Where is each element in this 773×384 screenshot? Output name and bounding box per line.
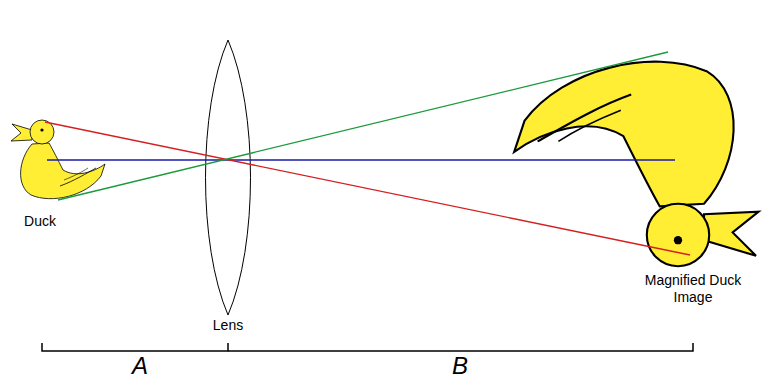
optical-axis: [47, 159, 675, 160]
dimension-label: A: [132, 352, 148, 381]
lens: [206, 40, 251, 315]
red-ray: [45, 122, 690, 255]
magnified-duck-image: [514, 62, 758, 267]
image-label: Magnified Duck Image: [637, 272, 749, 306]
dimension-label: B: [452, 352, 468, 381]
green-ray: [58, 52, 668, 200]
lens-label: Lens: [213, 317, 243, 334]
object-label: Duck: [24, 213, 56, 230]
bracket-a: [42, 343, 228, 351]
bracket-b: [228, 343, 693, 351]
